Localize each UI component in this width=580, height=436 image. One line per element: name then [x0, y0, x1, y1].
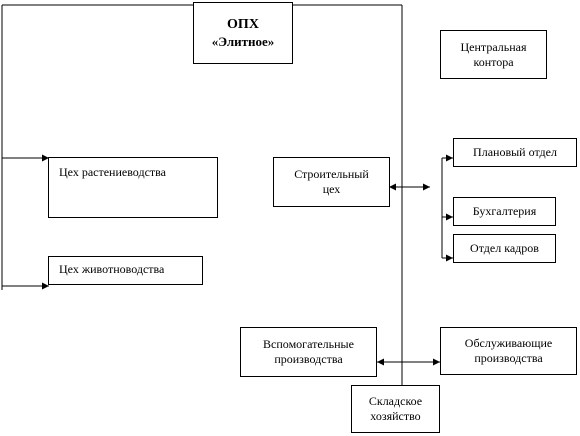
central-office-box: Центральная контора: [440, 30, 547, 79]
animal-shop-box: Цех животноводства: [48, 256, 203, 285]
auxiliary-box: Вспомогательные производства: [240, 327, 377, 377]
root-title: ОПХ: [227, 17, 259, 32]
service-line2: производства: [474, 351, 543, 365]
central-office-line2: контора: [473, 54, 514, 69]
construction-shop-line1: Строительный: [294, 167, 369, 181]
auxiliary-line2: производства: [274, 352, 343, 366]
service-box: Обслуживающие производства: [440, 327, 577, 375]
planning-dept-label: Плановый отдел: [473, 145, 557, 159]
construction-shop-line2: цех: [322, 182, 341, 196]
construction-shop-box: Строительный цех: [273, 157, 390, 207]
accounting-box: Бухгалтерия: [453, 197, 556, 226]
central-office-line1: Центральная: [460, 39, 527, 54]
auxiliary-line1: Вспомогательные: [263, 337, 354, 351]
service-line1: Обслуживающие: [464, 336, 553, 350]
planning-dept-box: Плановый отдел: [453, 138, 577, 167]
hr-dept-label: Отдел кадров: [470, 241, 539, 255]
plant-shop-label: Цех растениеводства: [59, 165, 166, 179]
root-subtitle: «Элитное»: [211, 34, 275, 49]
warehouse-line1: Складское: [368, 394, 423, 408]
hr-dept-box: Отдел кадров: [453, 234, 556, 263]
plant-shop-box: Цех растениеводства: [48, 157, 218, 218]
animal-shop-label: Цех животноводства: [59, 262, 165, 276]
accounting-label: Бухгалтерия: [472, 204, 537, 218]
warehouse-box: Складское хозяйство: [351, 385, 440, 433]
warehouse-line2: хозяйство: [370, 409, 421, 423]
root-box: ОПХ «Элитное»: [193, 2, 293, 64]
